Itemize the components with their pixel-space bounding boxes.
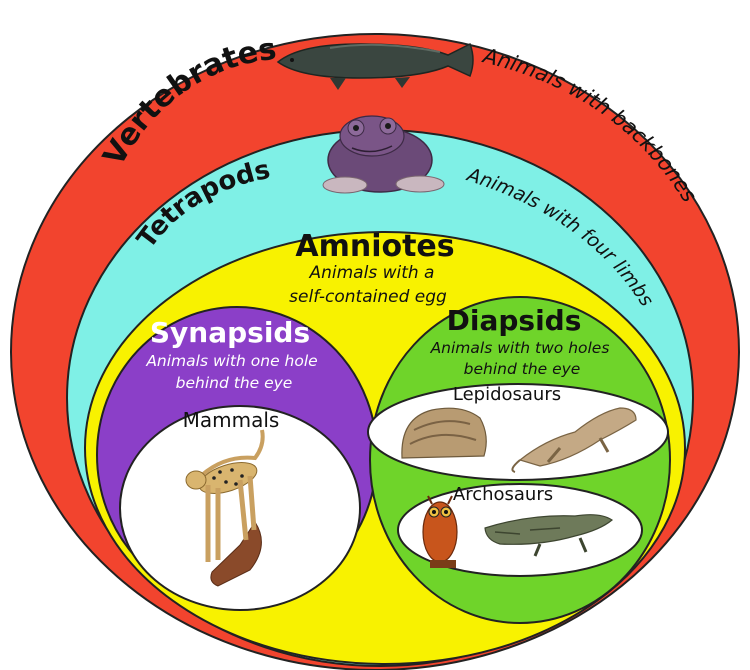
owl-icon xyxy=(422,495,458,568)
cheetah-icon xyxy=(185,429,265,587)
lepidosaurs-title: Lepidosaurs xyxy=(453,384,561,405)
diapsids-description-line1: Animals with two holes xyxy=(430,339,610,357)
diapsids-description-line2: behind the eye xyxy=(464,360,581,378)
lizard-icon xyxy=(511,407,637,473)
snake-icon xyxy=(401,407,487,459)
synapsids-title: Synapsids xyxy=(150,316,310,349)
fish-icon xyxy=(276,42,474,90)
amniotes-description-line1: Animals with a xyxy=(309,263,435,283)
archosaurs-title: Archosaurs xyxy=(453,484,553,505)
amniotes-title: Amniotes xyxy=(295,229,454,264)
synapsids-description-line1: Animals with one hole xyxy=(145,352,317,370)
amniotes-description-line2: self-contained egg xyxy=(289,287,447,307)
diapsids-title: Diapsids xyxy=(447,304,582,337)
mammals-title: Mammals xyxy=(183,408,280,432)
crocodile-icon xyxy=(484,514,614,557)
mammals-ring xyxy=(119,405,361,611)
toad-icon xyxy=(322,115,445,194)
synapsids-description-line2: behind the eye xyxy=(176,374,293,392)
